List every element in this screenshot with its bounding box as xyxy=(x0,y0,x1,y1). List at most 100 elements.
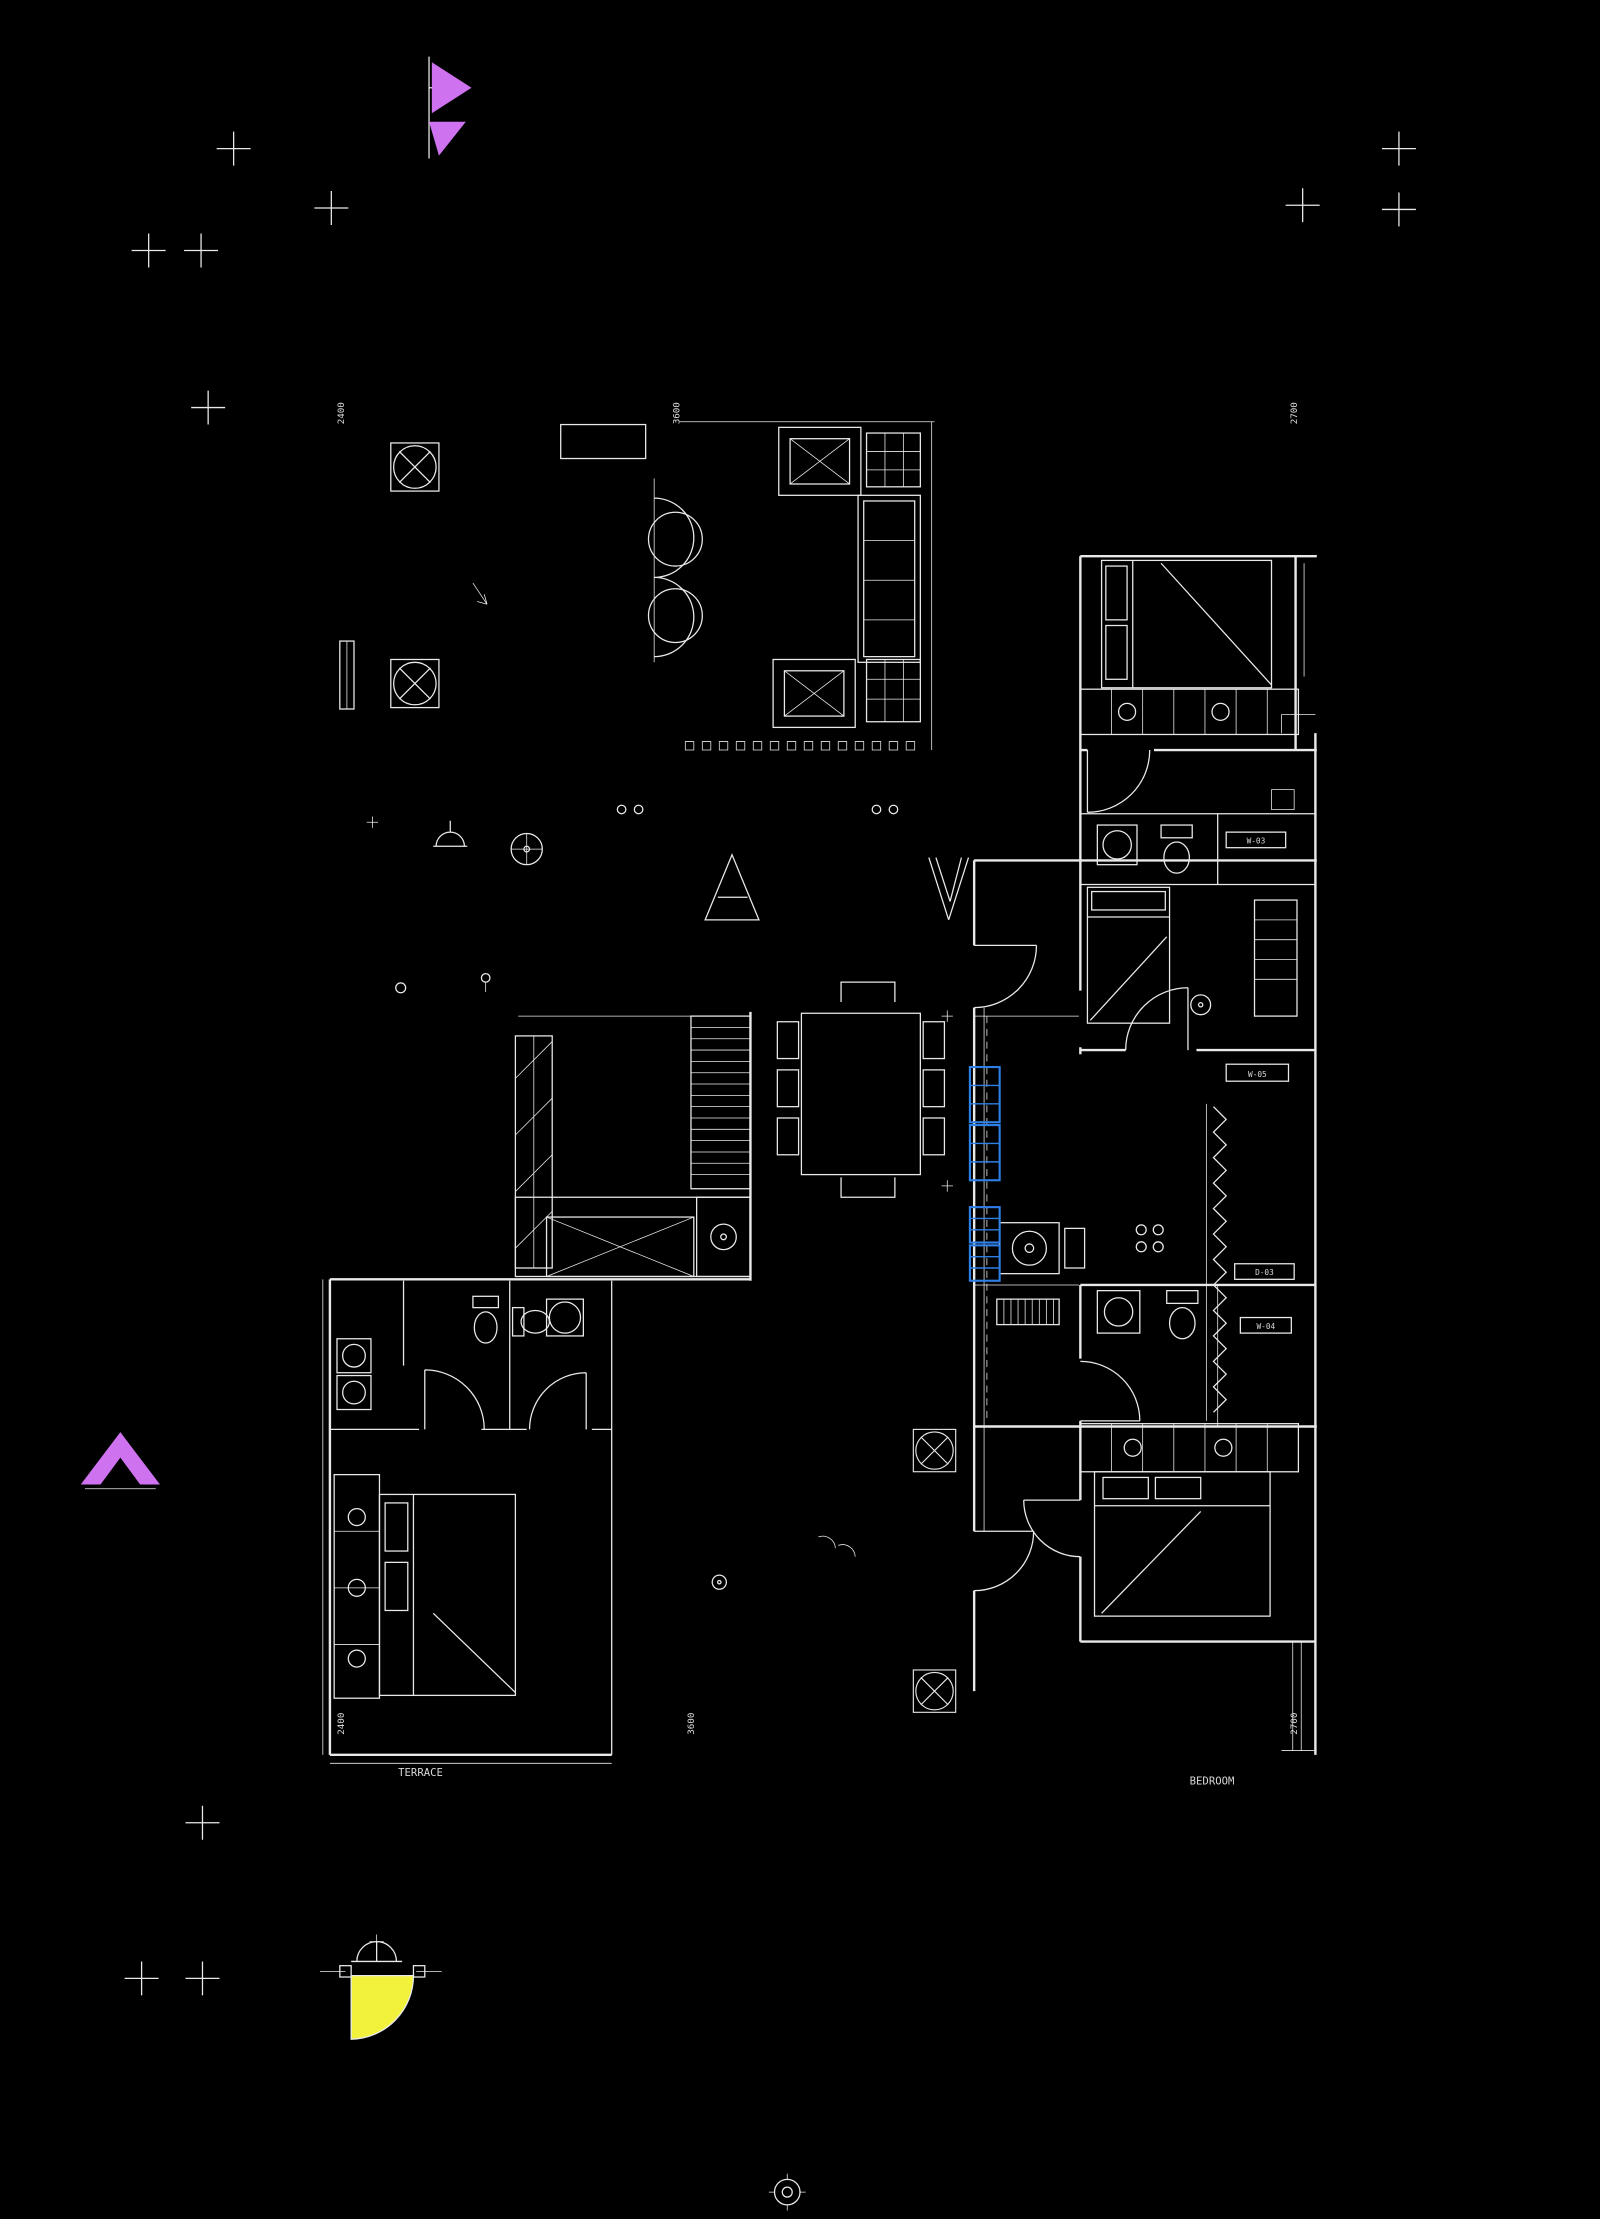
dim-label: 2400 xyxy=(336,402,347,424)
desk xyxy=(1253,899,1298,1017)
survey-cross xyxy=(313,190,350,226)
blue-panel-lines xyxy=(969,1084,1000,1105)
dining-set xyxy=(776,981,946,1198)
tag-box xyxy=(1225,1063,1290,1082)
blue-panel-lines xyxy=(969,1255,1000,1269)
survey-cross xyxy=(215,130,252,167)
survey-markers xyxy=(123,130,1417,1997)
sink-basin xyxy=(548,1301,582,1334)
pillow xyxy=(1091,890,1166,911)
tag-label: W-04 xyxy=(1256,1322,1275,1331)
shelf-unit xyxy=(690,1015,752,1190)
blue-panel-lines xyxy=(969,1217,1000,1231)
tv-cabinet xyxy=(560,423,647,460)
blue-panel[interactable] xyxy=(968,1065,1001,1124)
symbol-v xyxy=(928,857,970,921)
door-arcs xyxy=(424,750,1189,1592)
fan-symbol xyxy=(390,658,440,709)
round-table xyxy=(647,511,703,567)
bathroom-1 xyxy=(1096,824,1287,874)
utility-block xyxy=(996,1063,1295,1427)
toilet-bowl xyxy=(520,1309,551,1334)
accents xyxy=(80,62,1001,2040)
sink-counter xyxy=(1096,1290,1141,1334)
toilet-bowl xyxy=(1168,1306,1196,1340)
bed xyxy=(378,1493,517,1697)
linework xyxy=(84,56,1417,2211)
section-symbols xyxy=(704,853,970,921)
chair xyxy=(922,1117,946,1156)
living-room-furniture xyxy=(560,423,921,751)
room-label: BEDROOM xyxy=(1190,1775,1235,1788)
bathroom-right xyxy=(511,1298,584,1337)
fan-symbol xyxy=(390,442,440,492)
sw-bedroom xyxy=(333,1473,517,1699)
blue-panel[interactable] xyxy=(968,1206,1001,1244)
tag-label: W-05 xyxy=(1248,1070,1267,1079)
toilet-tank xyxy=(1166,1290,1199,1305)
survey-cross xyxy=(1381,130,1417,167)
tag-label: D-03 xyxy=(1255,1268,1274,1277)
toilet-bowl xyxy=(473,1311,498,1344)
washer xyxy=(999,1222,1060,1275)
single-bed xyxy=(1086,886,1171,1024)
pillow xyxy=(1105,565,1128,621)
highlighted-panels[interactable] xyxy=(968,1065,1001,1282)
sink-counter xyxy=(545,1298,584,1337)
chair xyxy=(776,1117,800,1156)
se-bedroom xyxy=(1079,1423,1300,1617)
dim-label: 2400 xyxy=(336,1713,347,1735)
stair-hatch xyxy=(1212,1106,1228,1413)
fan-symbol xyxy=(912,1428,957,1473)
section-arrow-top xyxy=(431,62,472,114)
dim-label: 2700 xyxy=(1289,402,1300,424)
toilet-tank xyxy=(1160,824,1193,839)
survey-cross xyxy=(184,1960,221,1997)
sink-basin xyxy=(1102,830,1132,860)
sofa xyxy=(857,494,921,663)
blue-panel[interactable] xyxy=(968,1244,1001,1282)
survey-cross xyxy=(123,1960,160,1997)
section-arrow-left xyxy=(80,1432,160,1485)
ceiling-symbols xyxy=(366,442,957,1713)
counter-bottom xyxy=(514,1196,752,1278)
kitchen xyxy=(514,1015,752,1278)
cooktop-burner xyxy=(710,1223,737,1251)
toilet-tank xyxy=(511,1306,525,1337)
ne-bedroom xyxy=(1079,559,1305,736)
blue-panel[interactable] xyxy=(968,1124,1001,1182)
bed xyxy=(1100,559,1273,689)
survey-cross xyxy=(1284,187,1321,223)
toilet-tank xyxy=(472,1295,500,1309)
survey-cross xyxy=(130,232,167,269)
chair xyxy=(776,1069,800,1108)
chair xyxy=(776,1021,800,1060)
radiator xyxy=(996,1298,1060,1326)
survey-cross xyxy=(184,1805,221,1841)
small-bedroom xyxy=(1086,886,1298,1024)
walls xyxy=(320,421,1317,1972)
tag-box xyxy=(1225,831,1287,849)
pillow xyxy=(1105,624,1128,680)
laundry-units xyxy=(336,640,372,1411)
survey-cross xyxy=(1381,191,1417,228)
highlighted-door-swing[interactable] xyxy=(350,1974,415,2040)
bed xyxy=(1093,1471,1271,1617)
lamp-symbol xyxy=(433,820,468,847)
sink-basin xyxy=(1103,1297,1134,1327)
dim-label: 3600 xyxy=(686,1713,697,1735)
datum-symbol xyxy=(768,2173,806,2211)
wardrobe xyxy=(1079,1423,1300,1473)
pillow xyxy=(384,1561,409,1612)
dining-table xyxy=(800,1012,921,1176)
labels: 2400 3600 2700 2400 3600 2700 TERRACE BE… xyxy=(336,402,1300,1787)
dim-label: 3600 xyxy=(672,402,683,424)
room-label: TERRACE xyxy=(398,1766,443,1779)
survey-cross xyxy=(183,232,219,269)
fan-symbol xyxy=(912,1669,957,1713)
wardrobe xyxy=(1079,688,1300,736)
toilet-bowl xyxy=(1163,841,1191,874)
sink-counter xyxy=(1096,824,1138,866)
